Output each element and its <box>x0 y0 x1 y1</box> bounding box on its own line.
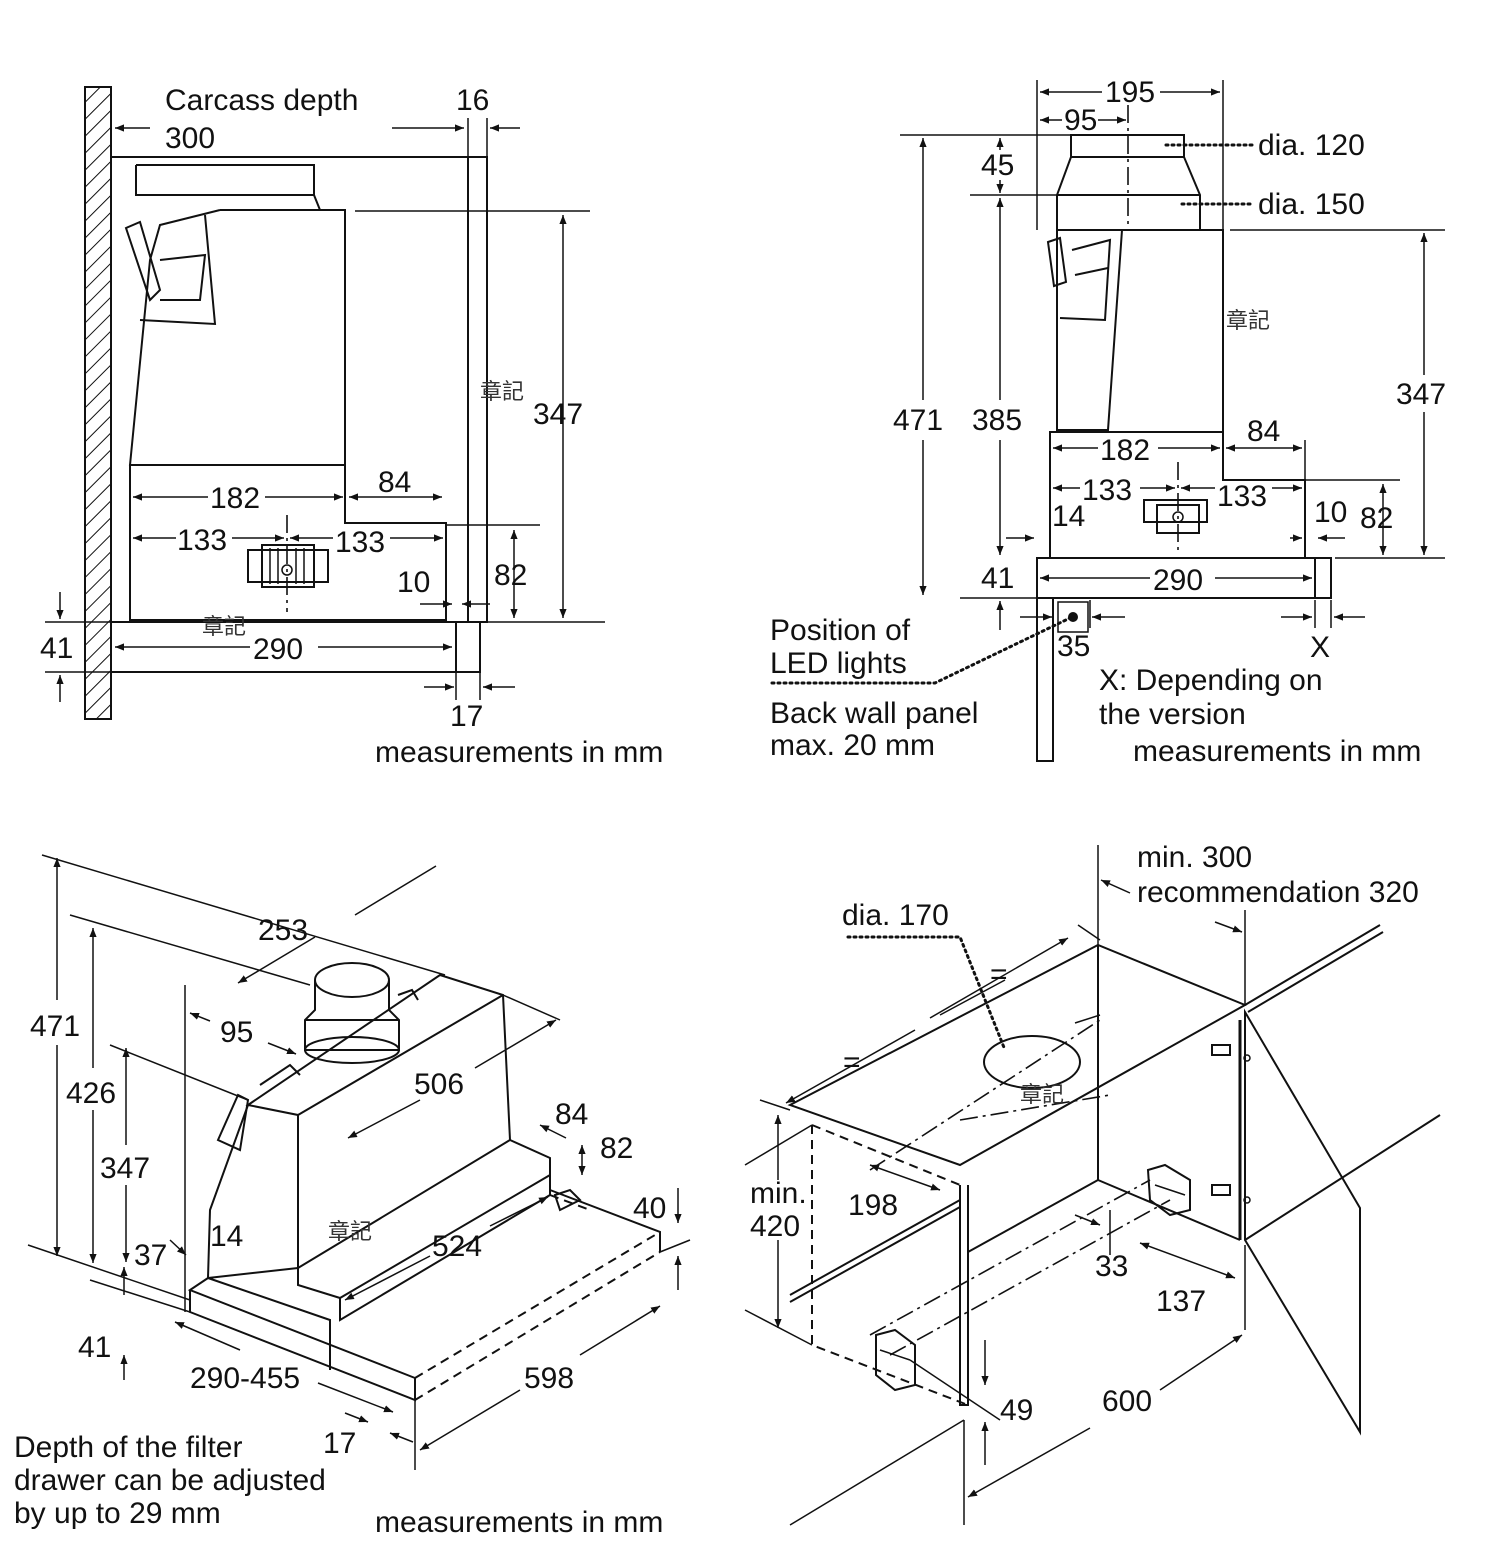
dim-41: 41 <box>981 562 1014 595</box>
watermark: 章記 <box>1226 309 1270 334</box>
mounting-bracket <box>1146 1163 1191 1217</box>
dim-133-right: 133 <box>335 526 385 559</box>
dim-45: 45 <box>981 149 1014 182</box>
dia-170-label: dia. 170 <box>842 899 949 932</box>
dim-137: 137 <box>1156 1285 1206 1318</box>
carcass-depth-value: 300 <box>165 122 215 155</box>
watermark: 章記 <box>328 1220 372 1245</box>
dim-600: 600 <box>1102 1385 1152 1418</box>
back-wall-note: Back wall panel <box>770 697 978 730</box>
dia-120-label: dia. 120 <box>1258 129 1365 162</box>
dim-40: 40 <box>633 1192 666 1225</box>
dim-506: 506 <box>414 1068 464 1101</box>
dim-524: 524 <box>432 1230 482 1263</box>
dim-95: 95 <box>220 1016 253 1049</box>
dim-198: 198 <box>848 1189 898 1222</box>
front-view: 195 95 45 dia. 120 dia. 150 471 385 347 … <box>770 76 1446 768</box>
led-position-label: Position of <box>770 614 911 647</box>
units-note: measurements in mm <box>375 1506 663 1539</box>
dim-82: 82 <box>1360 502 1393 535</box>
watermark: 章記 <box>202 615 246 640</box>
dim-385: 385 <box>972 404 1022 437</box>
watermark: 章記 <box>1020 1083 1064 1108</box>
dim-82: 82 <box>494 559 527 592</box>
dim-426: 426 <box>66 1077 116 1110</box>
dim-471: 471 <box>893 404 943 437</box>
min-300-label: min. 300 <box>1137 841 1252 874</box>
dim-347: 347 <box>1396 378 1446 411</box>
dim-82: 82 <box>600 1132 633 1165</box>
dim-290: 290 <box>253 633 303 666</box>
dim-10: 10 <box>1314 496 1347 529</box>
fan-motor <box>1143 462 1208 550</box>
drawer-depth-note: drawer can be adjusted <box>14 1464 326 1497</box>
wall-hatching <box>84 86 112 720</box>
drawer-depth-note: Depth of the filter <box>14 1431 242 1464</box>
dim-347: 347 <box>100 1152 150 1185</box>
isometric-view: 253 471 426 95 506 347 84 82 40 524 37 1… <box>14 854 691 1539</box>
dim-347: 347 <box>533 398 583 431</box>
dim-37: 37 <box>134 1239 167 1272</box>
x-note: the version <box>1099 698 1246 731</box>
min-420-value: 420 <box>750 1210 800 1243</box>
units-note: measurements in mm <box>375 736 663 769</box>
dim-471: 471 <box>30 1010 80 1043</box>
dim-290-455: 290-455 <box>190 1362 300 1395</box>
drawer-depth-note: by up to 29 mm <box>14 1497 221 1530</box>
fan-motor <box>247 515 329 612</box>
dim-95: 95 <box>1064 104 1097 137</box>
dim-182: 182 <box>210 482 260 515</box>
units-note: measurements in mm <box>1133 735 1421 768</box>
mounting-bracket <box>875 1328 916 1392</box>
dim-290: 290 <box>1153 564 1203 597</box>
carcass-depth-label: Carcass depth <box>165 84 358 117</box>
back-wall-note: max. 20 mm <box>770 729 935 762</box>
equal-mark: = <box>843 1046 861 1079</box>
x-note: X: Depending on <box>1099 664 1323 697</box>
dim-17: 17 <box>323 1427 356 1460</box>
watermark: 章記 <box>480 380 524 405</box>
dim-133-right: 133 <box>1217 480 1267 513</box>
side-view: Carcass depth 300 16 347 182 84 133 133 … <box>40 84 663 769</box>
dim-84: 84 <box>378 466 411 499</box>
dim-84: 84 <box>555 1098 588 1131</box>
dim-49: 49 <box>1000 1394 1033 1427</box>
dim-133-left: 133 <box>177 524 227 557</box>
equal-mark: = <box>990 958 1008 991</box>
dim-133-left: 133 <box>1082 474 1132 507</box>
dim-33: 33 <box>1095 1250 1128 1283</box>
dim-14: 14 <box>1052 500 1085 533</box>
dim-16: 16 <box>456 84 489 117</box>
led-position-label: LED lights <box>770 647 907 680</box>
dim-x: X <box>1310 631 1330 664</box>
recommendation-label: recommendation 320 <box>1137 876 1419 909</box>
dim-253: 253 <box>258 914 308 947</box>
dim-182: 182 <box>1100 434 1150 467</box>
min-420-label: min. <box>750 1177 807 1210</box>
dim-35: 35 <box>1057 630 1090 663</box>
dim-41: 41 <box>40 632 73 665</box>
dim-195: 195 <box>1105 76 1155 109</box>
installation-view: min. 300 recommendation 320 dia. 170 = =… <box>744 841 1441 1526</box>
dim-41: 41 <box>78 1331 111 1364</box>
dim-10: 10 <box>397 566 430 599</box>
dim-14: 14 <box>210 1220 243 1253</box>
dim-84: 84 <box>1247 415 1280 448</box>
dia-150-label: dia. 150 <box>1258 188 1365 221</box>
dim-17: 17 <box>450 700 483 733</box>
dim-598: 598 <box>524 1362 574 1395</box>
